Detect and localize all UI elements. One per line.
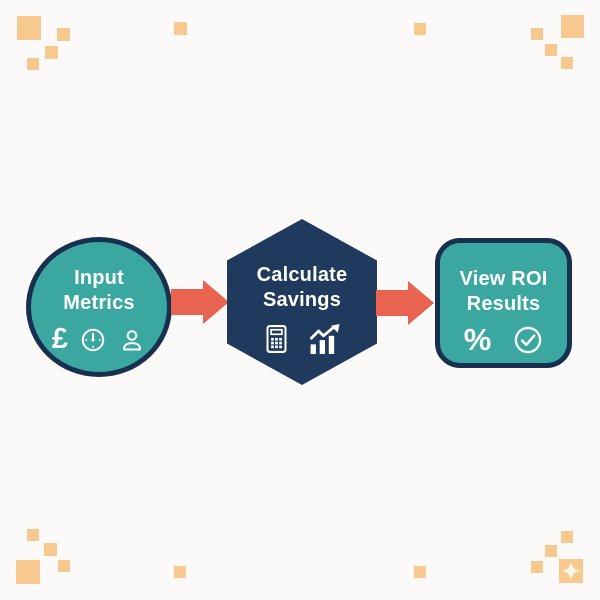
pixel-square xyxy=(17,16,41,40)
step-calculate-savings-label: Calculate Savings xyxy=(257,263,348,313)
step2-label-line2: Savings xyxy=(262,288,342,311)
step1-label-line2: Metrics xyxy=(63,292,135,314)
pixel-square xyxy=(57,28,70,41)
pixel-square xyxy=(58,560,70,572)
pixel-square xyxy=(414,23,426,35)
pixel-square xyxy=(44,543,57,556)
step-input-metrics-label: Input Metrics xyxy=(63,266,134,316)
pixel-square xyxy=(16,560,40,584)
pixel-square xyxy=(561,15,584,38)
pixel-square xyxy=(27,58,39,70)
step3-label-line1: View ROI xyxy=(459,268,548,290)
step1-icons: £ xyxy=(52,325,146,354)
person-icon xyxy=(123,329,142,350)
pixel-square-sparkle xyxy=(559,559,583,583)
pixel-square xyxy=(27,529,39,541)
flow-arrow-1 xyxy=(171,280,229,324)
step-calculate-savings: Calculate Savings xyxy=(227,219,377,385)
flow-arrow-2 xyxy=(376,281,434,325)
check-circle-icon xyxy=(514,326,542,353)
pound-icon: £ xyxy=(51,323,69,355)
pixel-square xyxy=(174,22,187,35)
pixel-square xyxy=(174,566,186,578)
sparkle-icon xyxy=(560,560,582,582)
step2-label-line1: Calculate xyxy=(256,263,348,286)
step3-icons: % xyxy=(464,324,544,355)
step2-icons xyxy=(263,323,341,354)
pixel-square xyxy=(414,566,426,578)
pixel-square xyxy=(545,44,557,56)
growth-chart-icon xyxy=(309,323,340,354)
step-input-metrics: Input Metrics £ xyxy=(26,237,172,377)
pixel-square xyxy=(545,545,557,557)
step-view-roi-results: View ROI Results % xyxy=(435,238,572,368)
step1-label-line1: Input xyxy=(74,267,124,289)
pixel-square xyxy=(561,531,573,543)
pixel-square xyxy=(45,46,58,59)
calculator-icon xyxy=(266,324,287,353)
pixel-square xyxy=(561,57,573,69)
percent-icon: % xyxy=(463,322,492,357)
step-view-roi-results-label: View ROI Results xyxy=(460,267,548,317)
step3-label-line2: Results xyxy=(466,293,541,315)
pixel-square xyxy=(531,561,543,573)
clock-icon xyxy=(81,328,105,351)
pixel-square xyxy=(531,28,543,40)
